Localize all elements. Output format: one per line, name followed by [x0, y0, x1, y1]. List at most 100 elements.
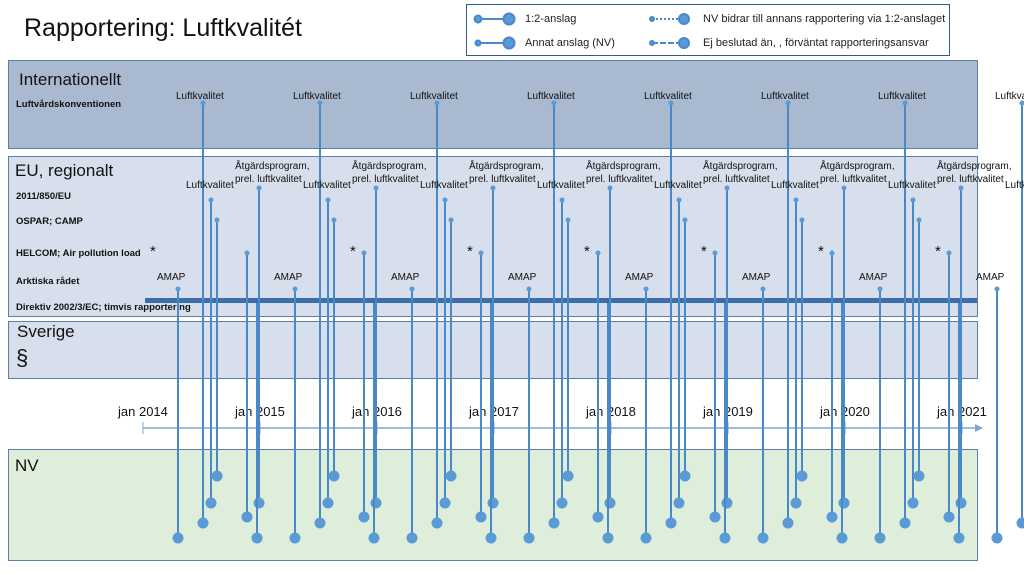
- ospar-top-dot: [565, 217, 571, 223]
- luftkvalitet-eu-label: Luftkvalitet: [654, 180, 702, 191]
- luftkvalitet-eu-top-dot: [442, 197, 448, 203]
- luftkvalitet-eu-label: Luftkvalitet: [1005, 180, 1024, 191]
- luftkvalitet-eu-top-dot: [208, 197, 214, 203]
- direktiv-bottom-dot: [719, 532, 731, 544]
- atgardsprogram-label-2: prel. luftkvalitet: [586, 174, 653, 185]
- luftkvalitet-intl-bottom-dot: [899, 517, 911, 529]
- legend: 1:2-anslag NV bidrar till annans rapport…: [466, 4, 950, 56]
- amap-label: AMAP: [976, 272, 1005, 283]
- row-label-ospar: OSPAR; CAMP: [16, 216, 83, 227]
- helcom-top-dot: [712, 250, 718, 256]
- luftkvalitet-eu-top-dot: [676, 197, 682, 203]
- luftkvalitet-intl-label: Luftkvalitet: [995, 91, 1024, 102]
- luftkvalitet-eu-top-dot: [910, 197, 916, 203]
- atgardsprogram-bottom-dot: [721, 497, 733, 509]
- luftkvalitet-intl-top-dot: [434, 100, 440, 106]
- atgardsprogram-top-dot: [256, 185, 262, 191]
- amap-top-dot: [526, 286, 532, 292]
- ospar-bottom-dot: [796, 470, 808, 482]
- helcom-top-dot: [829, 250, 835, 256]
- helcom-star: *: [818, 243, 824, 260]
- luftkvalitet-intl-top-dot: [785, 100, 791, 106]
- amap-label: AMAP: [625, 272, 654, 283]
- luftkvalitet-eu-label: Luftkvalitet: [420, 180, 468, 191]
- luftkvalitet-intl-bottom-dot: [665, 517, 677, 529]
- atgardsprogram-label-1: Åtgärdsprogram,: [469, 159, 543, 172]
- legend-dot-3a: [474, 39, 482, 47]
- helcom-star: *: [584, 243, 590, 260]
- luftkvalitet-eu-top-dot: [325, 197, 331, 203]
- ospar-top-dot: [799, 217, 805, 223]
- atgardsprogram-top-dot: [958, 185, 964, 191]
- amap-label: AMAP: [274, 272, 303, 283]
- luftkvalitet-eu-label: Luftkvalitet: [303, 180, 351, 191]
- atgardsprogram-label-2: prel. luftkvalitet: [703, 174, 770, 185]
- timeline-arrow: [975, 424, 983, 432]
- legend-label-4: Ej beslutad än, , förväntat rapportering…: [703, 37, 929, 49]
- legend-symbols: [473, 12, 690, 50]
- ospar-bottom-dot: [679, 470, 691, 482]
- amap-bottom-dot: [289, 532, 301, 544]
- helcom-star: *: [701, 243, 707, 260]
- amap-label: AMAP: [508, 272, 537, 283]
- helcom-bottom-dot: [358, 511, 370, 523]
- helcom-star: *: [350, 243, 356, 260]
- luftkvalitet-intl-bottom-dot: [314, 517, 326, 529]
- amap-label: AMAP: [157, 272, 186, 283]
- legend-label-3: Annat anslag (NV): [525, 37, 615, 49]
- row-label-2011-850-eu: 2011/850/EU: [16, 191, 71, 202]
- helcom-star: *: [150, 243, 156, 260]
- luftkvalitet-intl-label: Luftkvalitet: [644, 91, 692, 102]
- legend-dot-3b: [502, 36, 516, 50]
- legend-dot-2b: [678, 13, 690, 25]
- helcom-top-dot: [595, 250, 601, 256]
- amap-top-dot: [409, 286, 415, 292]
- legend-label-2: NV bidrar till annans rapportering via 1…: [703, 13, 946, 25]
- atgardsprogram-top-dot: [724, 185, 730, 191]
- page-title: Rapportering: Luftkvalitét: [24, 14, 302, 42]
- legend-label-1: 1:2-anslag: [525, 13, 577, 25]
- luftkvalitet-intl-top-dot: [317, 100, 323, 106]
- direktiv-bottom-dot: [836, 532, 848, 544]
- band-internationellt-label: Internationellt: [19, 70, 122, 89]
- luftkvalitet-eu-bottom-dot: [790, 497, 802, 509]
- luftkvalitet-intl-top-dot: [902, 100, 908, 106]
- amap-label: AMAP: [742, 272, 771, 283]
- atgardsprogram-bottom-dot: [955, 497, 967, 509]
- atgardsprogram-label-1: Åtgärdsprogram,: [703, 159, 777, 172]
- luftkvalitet-intl-bottom-dot: [548, 517, 560, 529]
- helcom-top-dot: [361, 250, 367, 256]
- luftkvalitet-intl-bottom-dot: [782, 517, 794, 529]
- amap-top-dot: [994, 286, 1000, 292]
- direktiv-bottom-dot: [602, 532, 614, 544]
- legend-dot-2a: [649, 16, 655, 22]
- row-label-helcom: HELCOM; Air pollution load: [16, 248, 141, 259]
- luftkvalitet-eu-bottom-dot: [322, 497, 334, 509]
- luftkvalitet-intl-top-dot: [200, 100, 206, 106]
- helcom-bottom-dot: [709, 511, 721, 523]
- direktiv-bottom-dot: [953, 532, 965, 544]
- atgardsprogram-top-dot: [373, 185, 379, 191]
- direktiv-bottom-dot: [368, 532, 380, 544]
- luftkvalitet-eu-bottom-dot: [907, 497, 919, 509]
- amap-top-dot: [643, 286, 649, 292]
- ospar-bottom-dot: [445, 470, 457, 482]
- luftkvalitet-eu-bottom-dot: [556, 497, 568, 509]
- ospar-top-dot: [916, 217, 922, 223]
- luftkvalitet-intl-top-dot: [551, 100, 557, 106]
- helcom-bottom-dot: [475, 511, 487, 523]
- helcom-bottom-dot: [943, 511, 955, 523]
- luftkvalitet-eu-top-dot: [559, 197, 565, 203]
- ospar-bottom-dot: [562, 470, 574, 482]
- luftkvalitet-intl-top-dot: [1019, 100, 1024, 106]
- ospar-top-dot: [214, 217, 220, 223]
- amap-top-dot: [175, 286, 181, 292]
- atgardsprogram-top-dot: [490, 185, 496, 191]
- amap-bottom-dot: [991, 532, 1003, 544]
- legend-dot-1a: [473, 14, 483, 24]
- row-label-direktiv: Direktiv 2002/3/EC; timvis rapportering: [16, 302, 191, 313]
- luftkvalitet-intl-label: Luftkvalitet: [410, 91, 458, 102]
- helcom-bottom-dot: [826, 511, 838, 523]
- luftkvalitet-intl-label: Luftkvalitet: [878, 91, 926, 102]
